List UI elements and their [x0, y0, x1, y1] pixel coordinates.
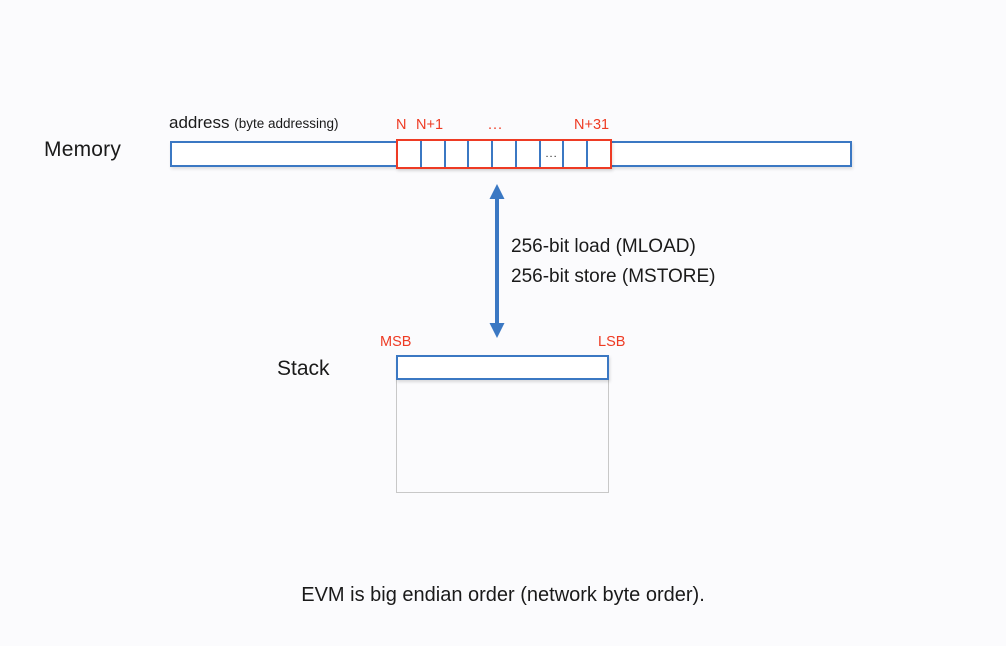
stack-top-slot [396, 355, 609, 380]
byte-address-labels: N N+1 ... N+31 [396, 117, 616, 135]
mload-line: 256-bit load (MLOAD) [511, 236, 696, 257]
stack-container [396, 379, 609, 493]
memory-word-highlight: ... [396, 139, 612, 169]
byte-label-n31: N+31 [574, 117, 610, 133]
memory-byte-cell [422, 141, 446, 167]
double-headed-vertical-arrow-icon [489, 184, 505, 338]
memory-byte-cell-ellipsis: ... [541, 141, 565, 167]
transfer-description: 256-bit load (MLOAD) 256-bit store (MSTO… [511, 232, 715, 292]
lsb-label: LSB [598, 334, 626, 350]
stack-bit-order-labels: MSB LSB [380, 334, 632, 352]
memory-label: Memory [44, 138, 122, 161]
memory-byte-cell [564, 141, 589, 167]
memory-byte-cell [517, 141, 541, 167]
address-caption: address (byte addressing) [169, 113, 339, 133]
memory-byte-cell [588, 141, 610, 167]
byte-label-n1: N+1 [416, 117, 444, 133]
memory-byte-cell [493, 141, 517, 167]
memory-byte-cell [446, 141, 470, 167]
msb-label: MSB [380, 334, 412, 350]
stack-label: Stack [277, 357, 330, 380]
address-caption-sub: (byte addressing) [234, 116, 339, 131]
mstore-line: 256-bit store (MSTORE) [511, 266, 716, 287]
byte-label-ellipsis: ... [488, 117, 504, 133]
caption: EVM is big endian order (network byte or… [301, 584, 705, 606]
memory-byte-cell [398, 141, 422, 167]
address-caption-main: address [169, 113, 230, 132]
byte-label-n: N [396, 117, 407, 133]
transfer-arrow [484, 183, 510, 339]
memory-byte-cell [469, 141, 494, 167]
